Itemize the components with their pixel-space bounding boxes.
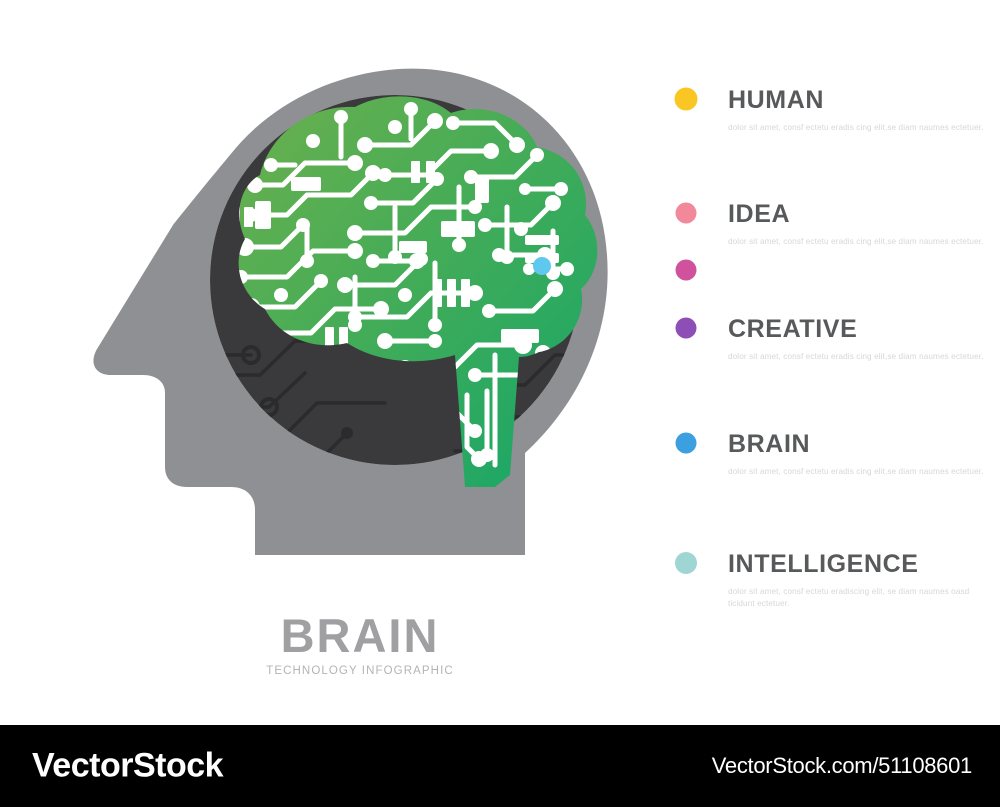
timeline-item-brain-body: dolor sit amet, consf ectetu eradis cing… — [728, 467, 984, 476]
brain-connector-node — [533, 257, 551, 275]
timeline-item-idea-body: dolor sit amet, consf ectetu eradis cing… — [728, 237, 984, 246]
timeline-item-brain-label: BRAIN — [728, 430, 811, 458]
timeline-item-intelligence[interactable]: INTELLIGENCE dolor sit amet, consf ectet… — [728, 552, 998, 609]
timeline-item-human[interactable]: HUMAN dolor sit amet, consf ectetu eradi… — [728, 88, 998, 134]
brand-lockup: BRAIN TECHNOLOGY INFOGRAPHIC — [170, 612, 550, 677]
timeline-item-intelligence-body: dolor sit amet, consf ectetu eradiscing … — [728, 587, 970, 608]
timeline-item-idea-label: IDEA — [728, 200, 791, 228]
watermark-footer: VectorStock VectorStock.com/51108601 — [0, 725, 1000, 807]
timeline-rail — [660, 87, 698, 574]
brand-title: BRAIN — [280, 609, 440, 662]
timeline-item-idea[interactable]: IDEA dolor sit amet, consf ectetu eradis… — [728, 202, 998, 248]
timeline-item-creative-label: CREATIVE — [728, 315, 858, 343]
brand-subtitle: TECHNOLOGY INFOGRAPHIC — [266, 665, 454, 677]
timeline-item-brain[interactable]: BRAIN dolor sit amet, consf ectetu eradi… — [728, 432, 998, 478]
timeline-item-creative-body: dolor sit amet, consf ectetu eradis cing… — [728, 352, 984, 361]
timeline-item-human-body: dolor sit amet, consf ectetu eradis cing… — [728, 123, 984, 132]
timeline-dot-intelligence — [675, 552, 697, 574]
timeline-item-human-label: HUMAN — [728, 86, 825, 114]
infographic-canvas: BRAIN TECHNOLOGY INFOGRAPHIC — [55, 55, 1000, 677]
timeline-dot-human — [674, 87, 698, 111]
brain-head-illustration — [55, 55, 655, 555]
timeline-dot-connector — [675, 259, 697, 281]
timeline-panel: HUMAN dolor sit amet, consf ectetu eradi… — [660, 80, 1000, 608]
timeline-dot-creative — [675, 317, 697, 339]
timeline-item-intelligence-label: INTELLIGENCE — [728, 550, 919, 578]
vectorstock-logo: VectorStock — [32, 746, 224, 785]
vectorstock-url: VectorStock.com/51108601 — [711, 753, 973, 778]
timeline-dot-idea — [675, 202, 697, 224]
timeline-dot-brain — [675, 432, 697, 454]
timeline-item-creative[interactable]: CREATIVE dolor sit amet, consf ectetu er… — [728, 317, 998, 363]
